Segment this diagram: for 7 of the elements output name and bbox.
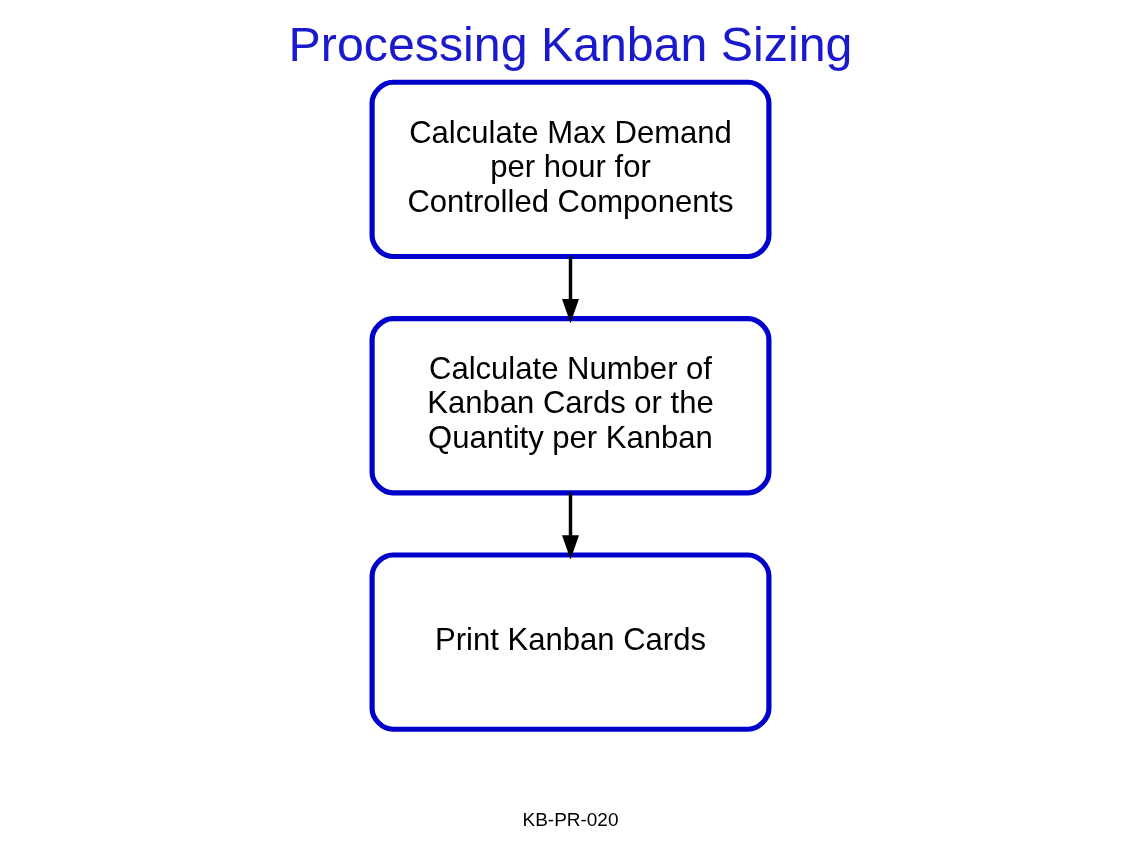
label: KB-PR-020 [522, 808, 618, 830]
diagram-title: Processing Kanban Sizing [288, 16, 852, 71]
node-box: Print Kanban Cards [369, 552, 771, 732]
arrow [561, 256, 579, 324]
node-box: Calculate Number of Kanban Cards or the Quantity per Kanban [369, 316, 771, 496]
node-box: Calculate Max Demand per hour for Controlled Components [369, 79, 771, 260]
arrow [561, 493, 579, 560]
